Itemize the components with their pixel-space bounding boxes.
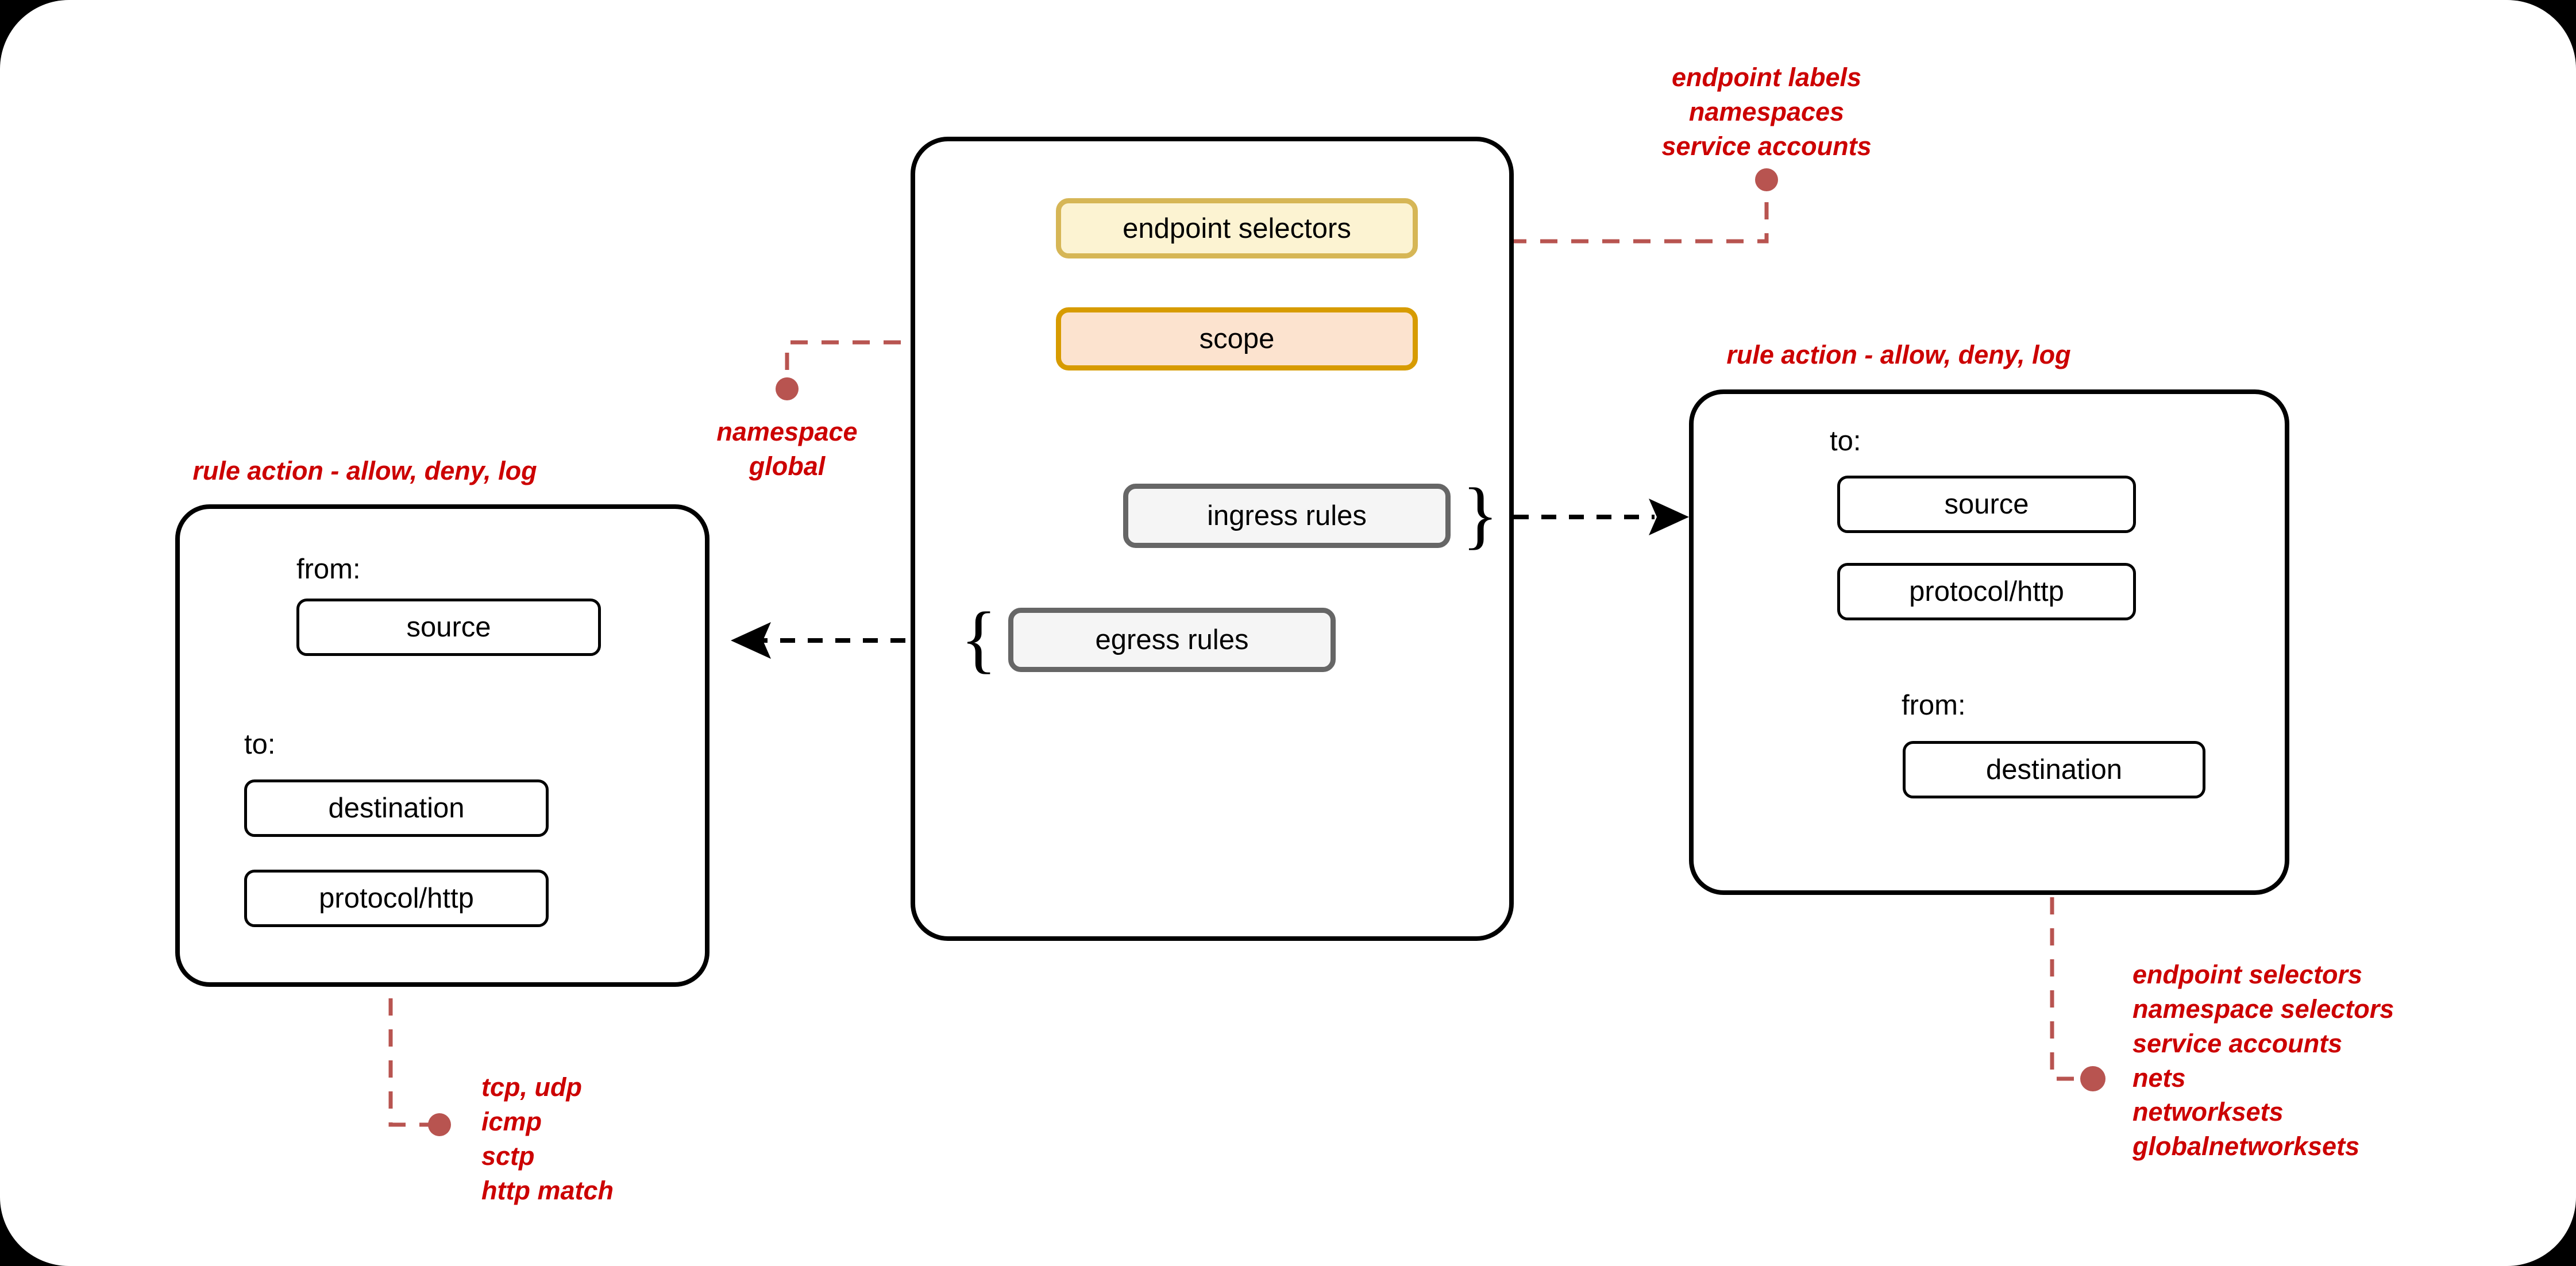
wire-ingress-arrow [1514,499,1689,535]
right-from-label: from: [1902,690,1966,721]
scope-box[interactable]: scope [1056,307,1418,370]
egress-rules-label: egress rules [1095,624,1249,655]
egress-brace: { [961,601,997,677]
wire-destination-note [2050,804,2105,1091]
egress-brace-glyph: { [961,596,997,681]
scope-annotation: namespace global [716,417,858,481]
protocol-annotation: tcp, udp icmp sctp http match [481,1072,614,1205]
wire-endpoint-selectors [1416,168,1778,244]
scope-label: scope [1199,323,1275,354]
left-from-label: from: [296,554,361,585]
ingress-rules-label: ingress rules [1207,500,1367,531]
ingress-brace: } [1462,477,1498,553]
right-rule-action-annotation: rule action - allow, deny, log [1726,340,2071,369]
left-source-label: source [406,612,491,643]
endpoint-selectors-label: endpoint selectors [1123,213,1351,244]
left-destination-label: destination [328,793,465,824]
wire-scope [776,340,1056,400]
right-source-box[interactable]: source [1837,476,2136,533]
left-source-box[interactable]: source [296,599,601,656]
left-protocol-label: protocol/http [319,883,474,914]
right-to-label: to: [1830,426,1861,457]
left-protocol-box[interactable]: protocol/http [244,870,549,927]
left-rule-action-annotation: rule action - allow, deny, log [192,456,537,485]
right-protocol-box[interactable]: protocol/http [1837,563,2136,620]
ingress-rules-box[interactable]: ingress rules [1123,484,1451,548]
left-destination-box[interactable]: destination [244,779,549,837]
ingress-brace-glyph: } [1462,472,1499,557]
policy-panel-right [1689,389,2289,895]
wire-protocol-note [388,936,451,1136]
right-protocol-label: protocol/http [1909,576,2064,607]
endpoint-selectors-annotation: endpoint labels namespaces service accou… [1661,63,1872,161]
destination-annotation: endpoint selectors namespace selectors s… [2132,960,2394,1161]
right-destination-label: destination [1985,754,2122,785]
left-to-label: to: [244,729,276,760]
endpoint-selectors-box[interactable]: endpoint selectors [1056,198,1418,258]
right-source-label: source [1944,489,2029,520]
egress-rules-box[interactable]: egress rules [1008,608,1336,672]
right-destination-box[interactable]: destination [1903,741,2205,798]
